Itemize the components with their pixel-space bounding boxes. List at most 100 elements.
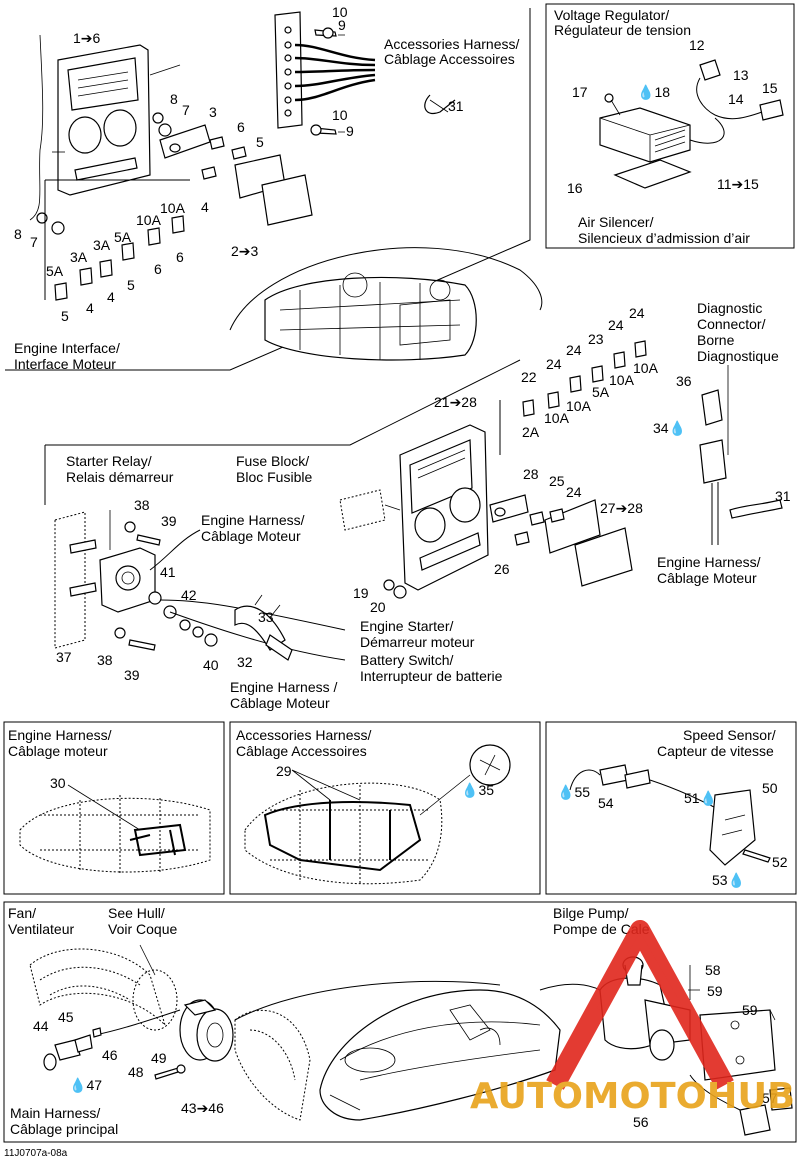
starter-relay-title-en: Starter Relay/ bbox=[66, 453, 152, 469]
callout-9a: 9 bbox=[338, 17, 346, 33]
callout-15: 15 bbox=[762, 80, 778, 96]
speed-sensor-title-fr: Capteur de vitesse bbox=[657, 743, 774, 759]
callout-50: 50 bbox=[762, 780, 778, 796]
callout-24e: 24 bbox=[566, 484, 582, 500]
callout-56: 56 bbox=[633, 1114, 649, 1130]
callout-18: 💧18 bbox=[637, 84, 670, 101]
fuse-label-5A-b: 5A bbox=[46, 263, 64, 279]
voltage-regulator-section: Voltage Regulator/ Régulateur de tension… bbox=[545, 3, 795, 249]
callout-59a: 59 bbox=[707, 983, 723, 999]
callout-30: 30 bbox=[50, 775, 66, 791]
accessories-harness-label-fr: Câblage Accessoires bbox=[384, 51, 515, 67]
voltage-regulator-title-fr: Régulateur de tension bbox=[554, 22, 691, 38]
speed-sensor-title-en: Speed Sensor/ bbox=[683, 727, 776, 743]
callout-34: 34💧 bbox=[653, 420, 686, 437]
callout-23: 23 bbox=[588, 331, 604, 347]
callout-44: 44 bbox=[33, 1018, 49, 1034]
fuse-label-10A-a: 10A bbox=[633, 360, 659, 376]
callout-10a: 10 bbox=[332, 4, 348, 20]
callout-24c: 24 bbox=[608, 317, 624, 333]
callout-5b: 5 bbox=[127, 277, 135, 293]
engine-harness-box-title-en: Engine Harness/ bbox=[8, 727, 112, 743]
battery-switch-label-en: Battery Switch/ bbox=[360, 652, 453, 668]
diagnostic-harness-en: Engine Harness/ bbox=[657, 554, 761, 570]
callout-48: 48 bbox=[128, 1064, 144, 1080]
boat-overview bbox=[229, 247, 543, 361]
callout-24b: 24 bbox=[566, 342, 582, 358]
callout-13: 13 bbox=[733, 67, 749, 83]
callout-16: 16 bbox=[567, 180, 583, 196]
callout-20: 20 bbox=[370, 599, 386, 615]
diagnostic-harness-fr: Câblage Moteur bbox=[657, 570, 757, 586]
callout-7b: 7 bbox=[30, 234, 38, 250]
callout-6a: 6 bbox=[237, 119, 245, 135]
callout-28: 28 bbox=[523, 466, 539, 482]
callout-4c: 4 bbox=[86, 300, 94, 316]
diagnostic-title-3: Borne bbox=[697, 332, 735, 348]
engine-interface-module bbox=[57, 44, 151, 196]
callout-4a: 4 bbox=[201, 199, 209, 215]
fuse-label-10A-a: 10A bbox=[160, 200, 186, 216]
voltage-regulator-unit bbox=[599, 59, 784, 189]
accessories-harness-label-en: Accessories Harness/ bbox=[384, 36, 519, 52]
engine-harness-2-fr: Câblage Moteur bbox=[230, 695, 330, 711]
fuse-label-2A: 2A bbox=[522, 424, 540, 440]
engine-harness-box-title-fr: Câblage moteur bbox=[8, 743, 108, 759]
callout-21-28: 21➔28 bbox=[434, 394, 477, 410]
diagnostic-title-1: Diagnostic bbox=[697, 300, 762, 316]
callout-24a: 24 bbox=[546, 356, 562, 372]
callout-39b: 39 bbox=[124, 667, 140, 683]
fuse-label-3A-a: 3A bbox=[93, 237, 111, 253]
callout-32: 32 bbox=[237, 654, 253, 670]
voltage-regulator-frame bbox=[545, 3, 795, 249]
fuse-label-5A-a: 5A bbox=[114, 229, 132, 245]
callout-38a: 38 bbox=[134, 497, 150, 513]
engine-interface-title-en: Engine Interface/ bbox=[14, 340, 120, 356]
callout-31b: 31 bbox=[775, 488, 791, 504]
callout-45: 45 bbox=[58, 1009, 74, 1025]
callout-25: 25 bbox=[549, 473, 565, 489]
engine-starter-label-en: Engine Starter/ bbox=[360, 618, 453, 634]
fan-bilge-frame bbox=[3, 901, 797, 1143]
fuse-label-10A-c: 10A bbox=[566, 398, 592, 414]
fan-unit bbox=[179, 999, 234, 1062]
callout-31a: 31 bbox=[448, 98, 464, 114]
battery-switch-label-fr: Interrupteur de batterie bbox=[360, 668, 503, 684]
air-silencer-label-en: Air Silencer/ bbox=[578, 214, 654, 230]
callout-7a: 7 bbox=[182, 102, 190, 118]
fuse-block-title-en: Fuse Block/ bbox=[236, 453, 309, 469]
see-hull-en: See Hull/ bbox=[108, 905, 165, 921]
callout-52: 52 bbox=[772, 854, 788, 870]
bilge-pump-title-fr: Pompe de Cale bbox=[553, 921, 650, 937]
main-harness-en: Main Harness/ bbox=[10, 1105, 100, 1121]
callout-40: 40 bbox=[203, 657, 219, 673]
diagnostic-title-2: Connector/ bbox=[697, 316, 766, 332]
callout-47: 💧47 bbox=[69, 1077, 102, 1094]
callout-5c: 5 bbox=[61, 308, 69, 324]
accessories-harness-wires bbox=[294, 43, 376, 102]
callout-29: 29 bbox=[276, 763, 292, 779]
fuse-block-section: 21➔28 Fuse Block/ Bloc Fusible 22 24 24 … bbox=[44, 305, 659, 615]
callout-6c: 6 bbox=[154, 261, 162, 277]
callout-26: 26 bbox=[494, 561, 510, 577]
acc-harness-box-title-en: Accessories Harness/ bbox=[236, 727, 371, 743]
callout-22: 22 bbox=[521, 369, 537, 385]
callout-1-6: 1➔6 bbox=[73, 30, 101, 46]
callout-4b: 4 bbox=[107, 289, 115, 305]
callout-43-46: 43➔46 bbox=[181, 1100, 224, 1116]
fan-bilge-section: Fan/ Ventilateur See Hull/ Voir Coque 45… bbox=[3, 901, 797, 1143]
callout-5a: 5 bbox=[256, 134, 264, 150]
accessories-connector-strip bbox=[274, 11, 303, 129]
callout-57: 57 bbox=[762, 1090, 778, 1106]
callout-19: 19 bbox=[353, 585, 369, 601]
callout-11-15: 11➔15 bbox=[717, 176, 759, 192]
callout-58: 58 bbox=[705, 962, 721, 978]
engine-interface-section: 1➔6 10 9 10 9 31 8 7 3 6 5 4 2➔3 8 7 10A… bbox=[5, 4, 531, 372]
boat-illustration bbox=[319, 989, 561, 1121]
callout-59b: 59 bbox=[742, 1002, 758, 1018]
fuse-label-10A-b: 10A bbox=[136, 212, 162, 228]
callout-53: 53💧 bbox=[712, 872, 745, 889]
callout-54: 54 bbox=[598, 795, 614, 811]
callout-46: 46 bbox=[102, 1047, 118, 1063]
air-silencer-label-fr: Silencieux d’admission d’air bbox=[578, 230, 750, 246]
